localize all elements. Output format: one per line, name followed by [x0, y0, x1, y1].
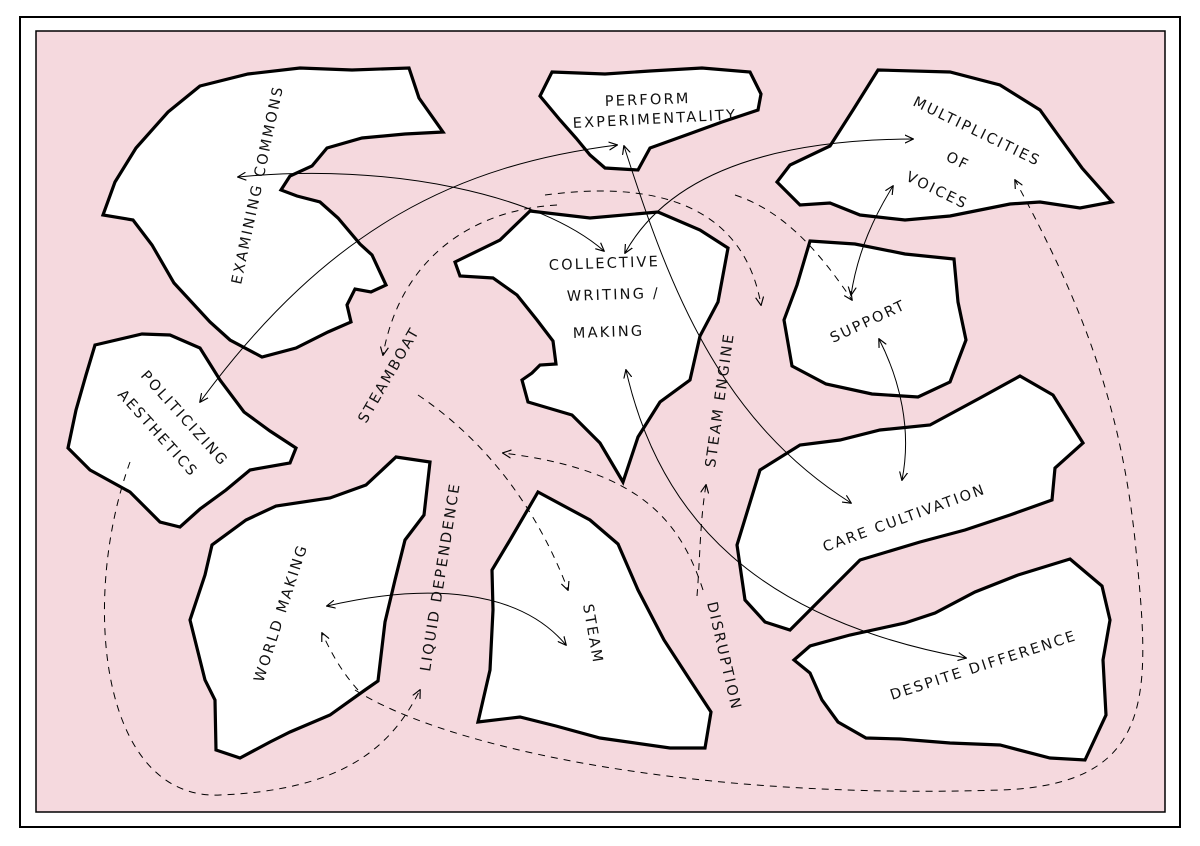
current-steam-engine-loop — [544, 190, 761, 305]
current-steamboat-loop — [383, 204, 558, 355]
current-into-support — [734, 194, 852, 300]
arrow-collective-to-despite — [626, 370, 966, 658]
label-making: MAKING — [573, 324, 645, 342]
label-collective: COLLECTIVE — [549, 254, 661, 274]
island-world-making — [188, 455, 432, 760]
arrow-multiplicities-to-support — [851, 186, 893, 295]
arrow-world-to-steam — [327, 592, 566, 645]
current-lower-loop — [103, 461, 420, 796]
current-big-outer-loop — [354, 180, 1144, 792]
label-perform: PERFORM — [605, 91, 691, 110]
label-writing: WRITING / — [567, 286, 661, 305]
current-steamboat-to-steam — [417, 394, 568, 590]
current-disruption-loop — [503, 453, 704, 591]
arrow-multiplicities-to-collective — [625, 139, 913, 253]
current-disruption-to-steam-engine — [696, 485, 706, 597]
arrow-perform-to-politicizing — [200, 145, 617, 402]
